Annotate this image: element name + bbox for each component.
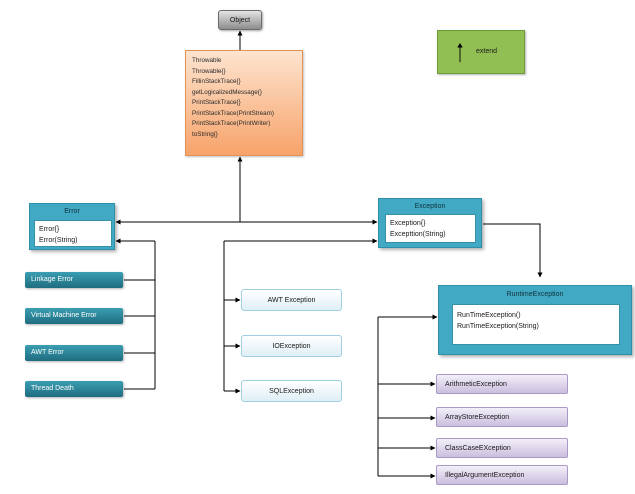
throwable-member: PrintStackTrace{} <box>192 99 241 106</box>
throwable-member: PrintStackTrace(PrintStream) <box>192 109 274 117</box>
runtime-exception-member: RunTimeException() <box>457 312 521 319</box>
throwable-member: Throwable <box>192 57 222 64</box>
awt-exception-label: AWT Exception <box>267 296 316 304</box>
throwable-member: getLogicalizedMessage{} <box>192 88 263 96</box>
throwable-member: toString{} <box>192 130 218 138</box>
exception-member: Excepttion(String) <box>390 231 446 238</box>
runtime-exception-member: RunTimeException(String) <box>457 323 539 330</box>
up-arrow-icon <box>457 43 463 63</box>
exception-member: Exception{} <box>390 220 426 227</box>
arrow-exception-runtime <box>483 223 543 278</box>
sql-exception-class: SQLException <box>241 380 342 402</box>
exception-class: Exception Exception{} Excepttion(String) <box>378 198 482 248</box>
runtime-exception-members: RunTimeException() RunTimeException(Stri… <box>452 304 620 345</box>
runtime-exception-title: RuntimeException <box>506 291 564 298</box>
error-member: Error(String) <box>39 237 78 244</box>
illegal-argument-exception-class: IllegalArgumentException <box>436 465 568 485</box>
throwable-member: Throwable{} <box>192 67 226 75</box>
object-class: Object <box>218 10 262 30</box>
error-members: Error{} Error(String) <box>34 220 112 247</box>
object-label: Object <box>229 16 251 24</box>
io-exception-class: IOException <box>241 335 342 357</box>
class-cast-exception-class: ClassCaseEXception <box>436 438 568 458</box>
throwable-member: PrintStackTrace(PrintWriter) <box>192 120 271 127</box>
linkage-error-class: Linkage Error <box>25 272 123 288</box>
array-store-exception-class: ArrayStoreException <box>436 407 568 427</box>
awt-error-class: AWT Error <box>25 345 123 361</box>
io-exception-label: IOException <box>272 342 311 350</box>
throwable-class: Throwable Throwable{} FillinStackTrace{}… <box>185 50 303 156</box>
exception-members: Exception{} Excepttion(String) <box>385 214 476 243</box>
legend: extend <box>437 30 525 74</box>
throwable-member: FillinStackTrace{} <box>192 78 241 85</box>
exception-title: Exception <box>414 203 446 210</box>
awt-exception-class: AWT Exception <box>241 289 342 311</box>
virtual-machine-error-class: Virtual Machine Error <box>25 308 123 324</box>
error-member: Error{} <box>39 226 60 233</box>
error-class: Error Error{} Error(String) <box>29 203 115 250</box>
error-title: Error <box>64 208 80 215</box>
thread-death-class: Thread Death <box>25 381 123 397</box>
arithmetic-exception-class: ArithmeticException <box>436 374 568 394</box>
legend-label: extend <box>476 48 498 55</box>
sql-exception-label: SQLException <box>269 387 314 395</box>
runtime-exception-class: RuntimeException RunTimeException() RunT… <box>438 285 632 355</box>
